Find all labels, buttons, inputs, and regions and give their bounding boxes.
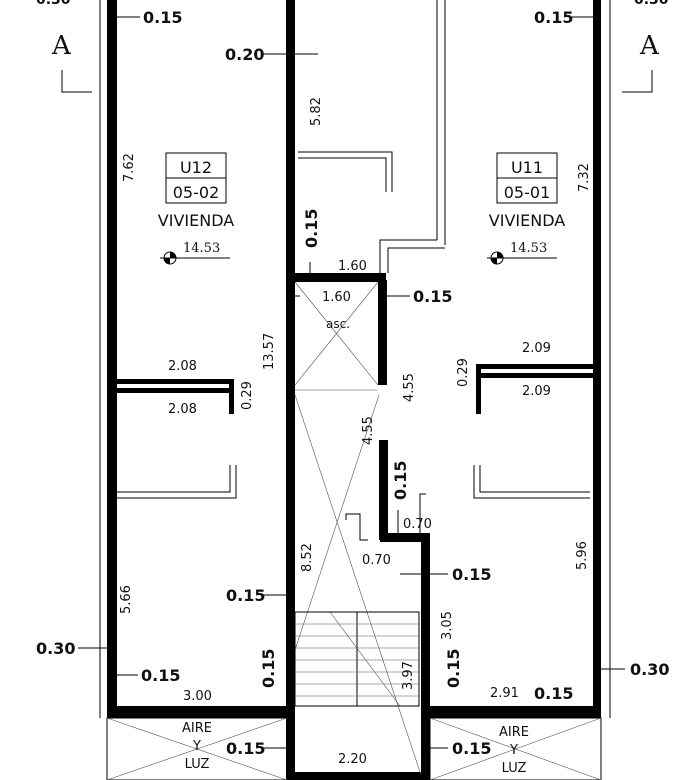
dim-vertical-wall: 0.15	[302, 209, 321, 248]
level-mark: 14.53	[183, 241, 220, 256]
patio-left-label: AIRE Y LUZ	[182, 721, 212, 772]
dim-core-wall-vertical: 0.15	[391, 461, 410, 500]
unit-use: VIVIENDA	[489, 211, 565, 230]
dim-left-bottom: 0.15	[141, 666, 180, 685]
dim-right-wall-thickness: 0.29	[456, 358, 471, 387]
unit-use: VIVIENDA	[158, 211, 234, 230]
dim-right-length: 7.32	[577, 163, 592, 192]
dim-left-mid: 0.15	[226, 586, 265, 605]
walls	[107, 0, 601, 780]
dim-right-wall-top: 2.09	[522, 341, 551, 356]
dim-right-room-length: 5.96	[575, 541, 590, 570]
svg-text:AIRE: AIRE	[499, 725, 529, 740]
dim-left-wall-thickness: 0.29	[240, 381, 255, 410]
svg-text:LUZ: LUZ	[502, 761, 527, 776]
dim-left-wall-bottom: 2.08	[168, 402, 197, 417]
section-marker-right: A	[639, 31, 660, 61]
dim-core-wall: 0.15	[413, 287, 452, 306]
dim-door-left: 0.70	[362, 553, 391, 568]
unit-code: U12	[180, 158, 212, 177]
unit-label-u11: U11 05-01 VIVIENDA 14.53	[487, 152, 565, 265]
dim-right-wall-bottom: 2.09	[522, 384, 551, 399]
level-mark: 14.53	[510, 241, 547, 256]
dim-right-bottom: 0.15	[534, 684, 573, 703]
dim-shaft-length: 5.82	[309, 97, 324, 126]
dim-left-room-length: 5.66	[119, 585, 134, 614]
dim-top-left: 0.15	[143, 8, 182, 27]
interior-details	[106, 0, 602, 780]
dim-top-edge-left: 0.30	[36, 0, 71, 8]
dimension-leaders	[78, 16, 625, 749]
dim-shaft-wall: 0.20	[225, 45, 264, 64]
dim-left-wall-bottom-vertical: 0.15	[259, 649, 278, 688]
dim-left-edge: 0.30	[36, 639, 75, 658]
unit-sub-code: 05-01	[504, 183, 551, 202]
dim-bottom-left-wall: 0.15	[226, 739, 265, 758]
dim-top-edge-right: 0.30	[634, 0, 669, 8]
dim-right-window: 2.91	[490, 686, 519, 701]
dim-core-height-diag: 4.55	[361, 416, 376, 445]
dim-shaft-width: 1.60	[338, 259, 367, 274]
svg-text:LUZ: LUZ	[185, 757, 210, 772]
dim-right-wall-bottom-vertical: 0.15	[444, 649, 463, 688]
svg-text:AIRE: AIRE	[182, 721, 212, 736]
dimension-texts-vertical: 5.82 7.62 7.32 0.15 13.57 0.29 0.29 4.55…	[119, 97, 592, 690]
svg-text:Y: Y	[192, 739, 201, 754]
dimension-texts: 0.15 0.15 0.30 0.30 0.20 1.60 1.60 0.15 …	[36, 0, 669, 767]
svg-text:Y: Y	[509, 743, 518, 758]
dim-elevator-width: 1.60	[322, 290, 351, 305]
section-marker-left: A	[51, 31, 72, 61]
dim-left-wall-top: 2.08	[168, 359, 197, 374]
elevator-label: asc.	[326, 317, 350, 331]
dim-core-lower-length: 3.05	[440, 611, 455, 640]
section-line-right	[622, 70, 653, 93]
section-line-left	[61, 70, 92, 93]
dim-stair-width: 2.20	[338, 752, 367, 767]
unit-code: U11	[511, 158, 543, 177]
unit-label-u12: U12 05-02 VIVIENDA 14.53	[158, 152, 234, 265]
dim-stair-length: 3.97	[401, 661, 416, 690]
patio-right-label: AIRE Y LUZ	[499, 725, 529, 776]
dim-core-height-right: 4.55	[402, 373, 417, 402]
dim-door-right: 0.70	[403, 517, 432, 532]
dim-right-edge: 0.30	[630, 660, 669, 679]
dim-stair-hall-length: 8.52	[300, 543, 315, 572]
dim-total-length: 13.57	[262, 333, 277, 370]
unit-sub-code: 05-02	[173, 183, 220, 202]
dim-left-window: 3.00	[183, 689, 212, 704]
dim-left-length: 7.62	[122, 153, 137, 182]
dim-top-right: 0.15	[534, 8, 573, 27]
dim-bottom-right-wall: 0.15	[452, 739, 491, 758]
dim-core-right-wall: 0.15	[452, 565, 491, 584]
